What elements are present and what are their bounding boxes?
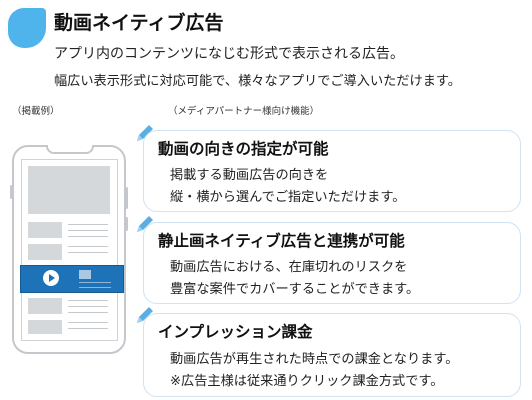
feature-title: 動画の向きの指定が可能 xyxy=(158,140,329,158)
content-text-line xyxy=(68,230,108,231)
content-thumbnail xyxy=(28,320,62,334)
content-thumbnail xyxy=(28,298,62,314)
phone-notch xyxy=(46,145,94,154)
pencil-icon xyxy=(137,125,153,141)
content-image-placeholder xyxy=(28,166,110,214)
pencil-icon xyxy=(137,216,153,232)
partner-caption: （メディアパートナー様向け機能） xyxy=(168,106,320,117)
phone-mockup xyxy=(10,145,128,354)
content-thumbnail xyxy=(28,244,62,260)
content-text-line xyxy=(68,224,108,225)
ad-thumbnail xyxy=(79,270,91,279)
content-text-line xyxy=(68,236,108,237)
pencil-icon xyxy=(137,307,153,323)
content-text-line xyxy=(68,300,108,301)
feature-card-orientation: 動画の向きの指定が可能 掲載する動画広告の向きを 縦・横から選んでご指定いただけ… xyxy=(143,130,521,212)
feature-text-line: 掲載する動画広告の向きを xyxy=(170,168,329,183)
feature-card-static-native: 静止画ネイティブ広告と連携が可能 動画広告における、在庫切れのリスクを 豊富な案… xyxy=(143,222,521,304)
feature-text-line: ※広告主様は従来通りクリック課金方式です。 xyxy=(170,374,444,389)
content-thumbnail xyxy=(28,222,62,238)
feature-card-impression-billing: インプレッション課金 動画広告が再生された時点での課金となります。 ※広告主様は… xyxy=(143,313,521,397)
example-caption: （掲載例） xyxy=(12,106,60,117)
ad-text-line xyxy=(79,287,111,288)
content-text-line xyxy=(68,306,108,307)
ad-text-line xyxy=(79,282,111,283)
header-accent-shape xyxy=(8,8,46,48)
phone-side-button xyxy=(125,187,128,209)
description-line-1: アプリ内のコンテンツになじむ形式で表示される広告。 xyxy=(54,46,404,62)
phone-side-button xyxy=(10,185,13,199)
play-icon[interactable] xyxy=(43,270,59,286)
content-text-line xyxy=(68,246,108,247)
description-line-2: 幅広い表示形式に対応可能で、様々なアプリでご導入いただけます。 xyxy=(54,74,461,89)
phone-screen xyxy=(20,159,124,341)
feature-text-line: 動画広告における、在庫切れのリスクを xyxy=(170,260,408,275)
content-text-line xyxy=(68,252,108,253)
feature-text-line: 動画広告が再生された時点での課金となります。 xyxy=(170,352,459,367)
page-title: 動画ネイティブ広告 xyxy=(54,12,224,34)
feature-title: インプレッション課金 xyxy=(158,323,313,341)
phone-side-button xyxy=(125,217,128,231)
native-video-ad[interactable] xyxy=(20,265,124,293)
content-text-line xyxy=(68,322,108,323)
content-text-line xyxy=(68,312,108,313)
content-text-line xyxy=(68,328,108,329)
feature-text-line: 豊富な案件でカバーすることができます。 xyxy=(170,282,420,297)
feature-text-line: 縦・横から選んでご指定いただけます。 xyxy=(170,190,406,205)
feature-title: 静止画ネイティブ広告と連携が可能 xyxy=(158,232,405,250)
